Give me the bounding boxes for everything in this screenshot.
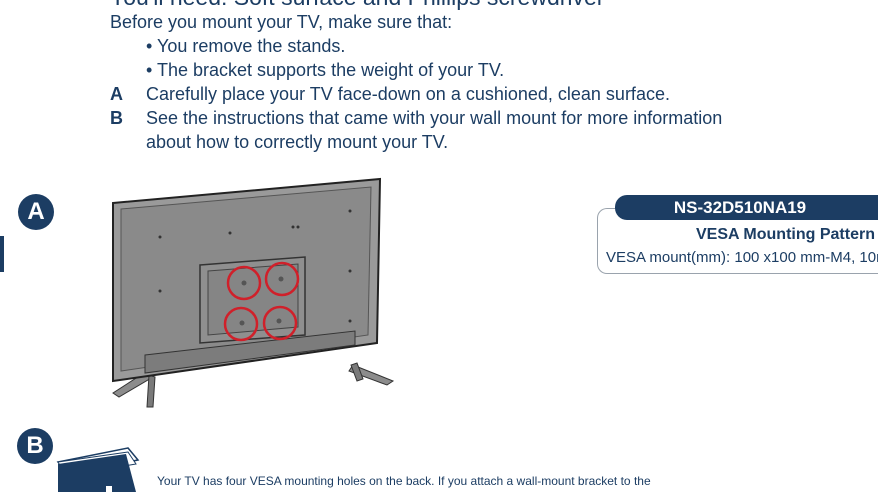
side-tab-marker [0, 236, 4, 272]
tv-back-illustration [112, 177, 395, 408]
page-heading: You'll need: Soft surface and Phillips s… [110, 0, 604, 11]
intro-text: Before you mount your TV, make sure that… [110, 12, 453, 32]
step-b-text-line2: about how to correctly mount your TV. [146, 132, 449, 152]
figure-b-badge: B [17, 428, 53, 464]
model-number: NS-32D510NA19 [615, 195, 878, 220]
vesa-mount-spec: VESA mount(mm): 100 x100 mm-M4, 10mm [606, 249, 878, 266]
step-b-letter: B [110, 108, 123, 128]
vesa-hole-highlights [223, 261, 300, 342]
bullet-bracket-weight: • The bracket supports the weight of you… [146, 60, 505, 80]
figure-a-badge: A [18, 194, 54, 230]
step-a-text: Carefully place your TV face-down on a c… [146, 84, 670, 104]
instruction-booklet-icon [56, 447, 140, 492]
bullet-remove-stands: • You remove the stands. [146, 36, 346, 56]
step-a-letter: A [110, 84, 123, 104]
step-b-text-line1: See the instructions that came with your… [146, 108, 723, 128]
vesa-holes-description: Your TV has four VESA mounting holes on … [157, 474, 651, 488]
vesa-pattern-title: VESA Mounting Pattern [696, 226, 875, 243]
